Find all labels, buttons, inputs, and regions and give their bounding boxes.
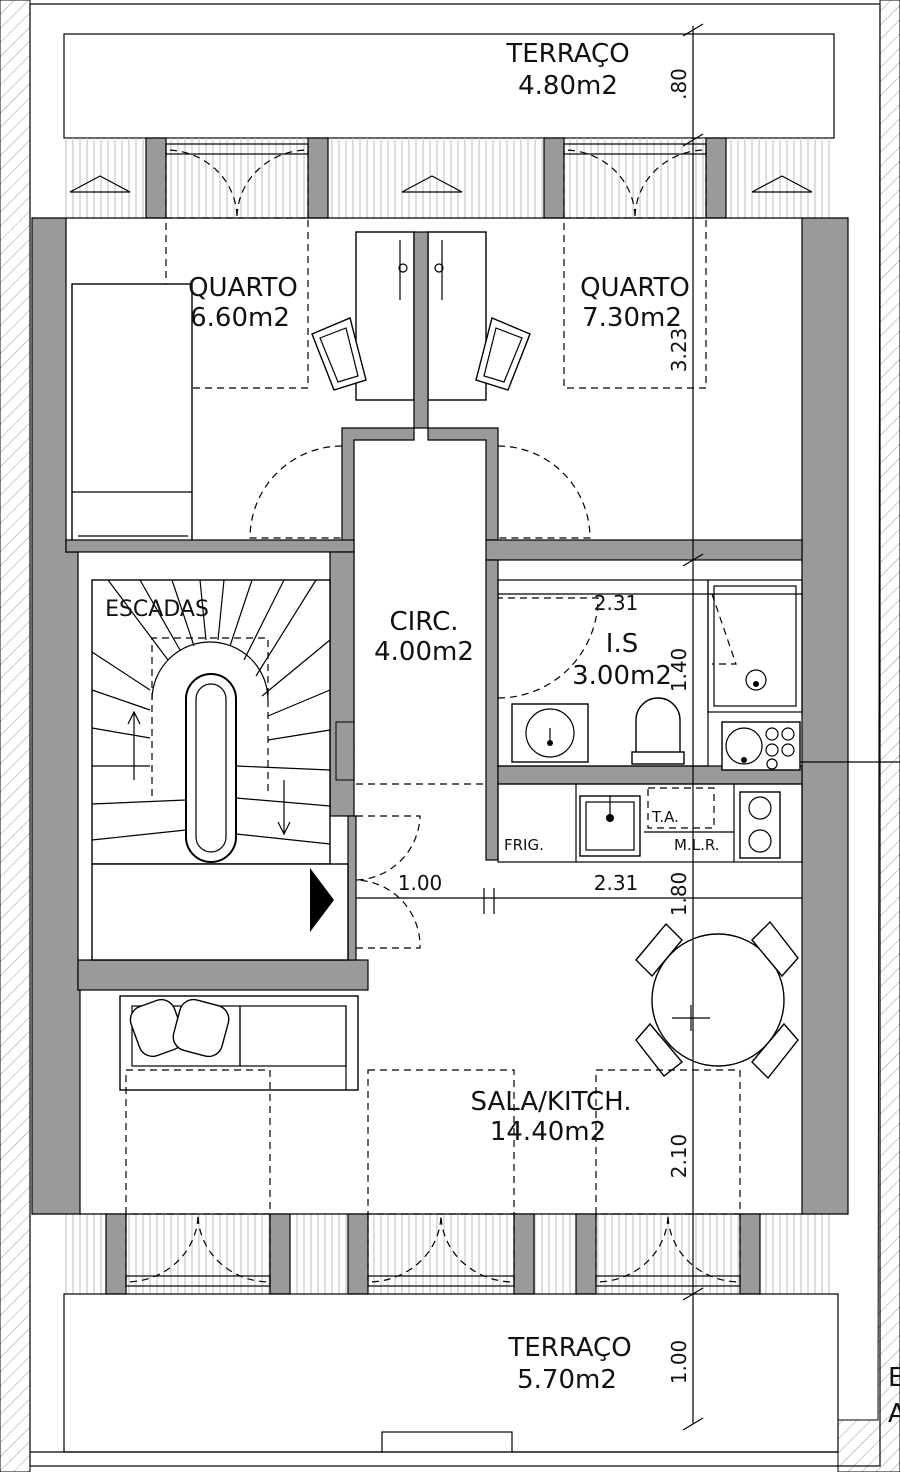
door-swing-left-bedroom[interactable] [249,445,343,539]
dim-living-depth: 2.10 [667,1134,691,1179]
bathroom [497,579,900,771]
french-door-left [165,143,309,219]
dim-entry-width: 1.00 [398,871,443,895]
terrace-bottom-label: TERRAÇO [507,1333,631,1363]
stair-bottom-wall [77,959,369,991]
pier [307,137,329,219]
terrace-bottom-outline [63,1293,839,1453]
dining-set[interactable] [635,920,799,1080]
dishwasher-outline[interactable] [647,787,715,829]
pier [543,137,565,219]
bed[interactable] [71,283,193,549]
stair-side-post [347,815,357,961]
toilet[interactable] [631,697,685,765]
pier [145,137,167,219]
entry-door-swing[interactable] [355,879,421,949]
sofa[interactable] [119,995,359,1091]
terrace-top-outline [63,33,835,139]
dim-kitchen-depth: 1.80 [667,872,691,917]
pier [105,1213,127,1295]
kitchen-counter [497,783,803,863]
circulation-label: CIRC. [389,607,458,637]
living-kitchen-area: 14.40m2 [490,1117,606,1147]
chair-left[interactable] [311,317,367,391]
living-kitchen-label: SALA/KITCH. [471,1087,632,1117]
pier [347,1213,369,1295]
stair-treads [91,579,331,845]
pier [705,137,727,219]
bedroom-partition [413,231,429,429]
terrace-top-label: TERRAÇO [505,39,629,69]
dim-terrace-bottom: 1.00 [667,1340,691,1385]
building-outline [29,3,881,1467]
washbasin[interactable] [511,703,589,763]
washing-machine-label: M.L.R. [674,836,720,854]
drain-marker [69,175,131,193]
pier [739,1213,761,1295]
drain-marker [401,175,463,193]
cooktop[interactable] [739,791,781,859]
railing-bottom [64,1214,834,1294]
bedroom-bottom-wall-left [65,539,355,553]
pier [575,1213,597,1295]
terrace-top-area: 4.80m2 [518,71,618,101]
bedroom-left-label: QUARTO [188,273,298,303]
dim-bathroom-depth: 1.40 [667,648,691,693]
pier [269,1213,291,1295]
dim-kitchen-width: 2.31 [594,871,639,895]
edge-text-top: E [888,1363,900,1393]
dim-terrace-top: .80 [667,68,691,100]
left-party-wall [0,0,31,1472]
dim-bathroom-width: 2.31 [594,591,639,615]
circulation-area: 4.00m2 [374,637,474,667]
right-exterior-wall[interactable] [801,217,849,1215]
stair-hatch-block [335,721,355,781]
bedroom-right-label: QUARTO [580,273,690,303]
fridge-label: FRIG. [504,836,544,854]
bedroom-right-area: 7.30m2 [582,303,682,333]
stairs-label: ESCADAS [105,597,209,622]
french-door-bottom-3 [595,1213,741,1287]
bathroom-area: 3.00m2 [572,661,672,691]
desk-left[interactable] [355,231,415,401]
bathroom-label: I.S [606,629,638,659]
chair-right[interactable] [475,317,531,391]
drain-marker [751,175,813,193]
dishwasher-label: T.A. [651,808,679,826]
dim-bedroom: 3.23 [667,328,691,373]
window-clearance [125,1069,271,1215]
door-swing-right-bedroom[interactable] [497,445,591,539]
dimension-lines [356,23,802,1431]
wc-left-wall [485,559,499,861]
french-door-bottom-1 [125,1213,271,1287]
kitchen-sink[interactable] [579,795,641,857]
bedroom-bottom-wall-right [485,539,803,561]
edge-text-bottom: A [888,1399,900,1429]
water-heater[interactable] [721,721,801,771]
terrace-bottom-area: 5.70m2 [517,1365,617,1395]
bedroom-left-area: 6.60m2 [190,303,290,333]
right-party-wall [837,0,900,1472]
entry-door-swing[interactable] [355,815,421,881]
circ-right-wall [427,427,499,541]
shower[interactable] [745,669,767,691]
french-door-bottom-2 [367,1213,515,1287]
pier [513,1213,535,1295]
french-door-right [563,143,707,219]
terrace-bottom-gate [381,1431,513,1453]
stair-direction-arrow [310,868,334,932]
staircase[interactable] [91,579,355,961]
